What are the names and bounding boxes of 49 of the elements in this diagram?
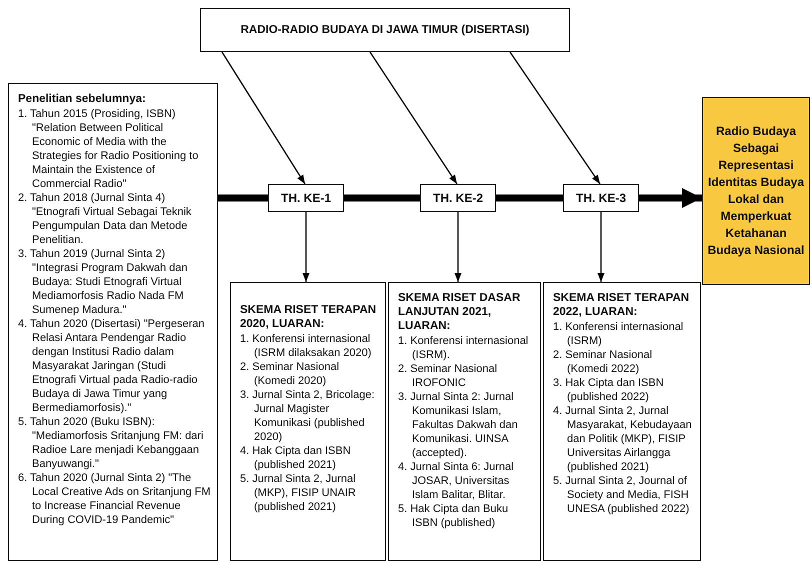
arrow bbox=[598, 212, 604, 282]
list-item: 3. Jurnal Sinta 2, Bricolage: Jurnal Magister Komunikasi (published 2020) bbox=[240, 388, 376, 444]
list-item: 1. Konferensi internasional (ISRM dilaksakan 2020) bbox=[240, 332, 372, 360]
output-box bbox=[543, 282, 701, 561]
year-box bbox=[420, 184, 496, 212]
list-item: 2. Seminar Nasional IROFONIC bbox=[398, 362, 498, 390]
list-item: 3. Tahun 2019 (Jurnal Sinta 2) "Integrasi Program Dakwah dan Budaya: Studi Etnografi Virtual Mediamorfosis Radio Nada FM Sumenep Madura." bbox=[18, 247, 189, 317]
list-item: 1. Konferensi internasional (ISRM) bbox=[553, 320, 684, 348]
year-label: TH. KE-3 bbox=[576, 191, 626, 205]
output-box bbox=[230, 282, 386, 561]
list-item: 5. Tahun 2020 (Buku ISBN): "Mediamorfosis Sritanjung FM: dari Radioe Lare menjadi Kebanggaan Banyuwangi." bbox=[18, 415, 204, 471]
list-item: 5. Jurnal Sinta 2, Journal of Society and Media, FISH UNESA (published 2022) bbox=[553, 474, 690, 516]
list-item: 1. Konferensi internasional (ISRM). bbox=[398, 334, 530, 362]
arrow bbox=[221, 52, 306, 184]
list-heading: SKEMA RISET TERAPAN 2020, LUARAN: bbox=[240, 303, 378, 331]
list-box bbox=[8, 83, 218, 561]
list-item: 6. Tahun 2020 (Jurnal Sinta 2) "The Local Creative Ads on Sritanjung FM to Increase Financial Revenue During COVID-19 Pandemic" bbox=[18, 471, 211, 527]
list-item: 5. Jurnal Sinta 2, Jurnal (MKP), FISIP UNAIR (published 2021) bbox=[240, 472, 357, 514]
list-item: 2. Seminar Nasional (Komedi 2020) bbox=[240, 360, 340, 388]
year-label: TH. KE-1 bbox=[280, 191, 331, 205]
thick-line bbox=[344, 194, 420, 202]
year-box bbox=[268, 184, 344, 212]
year-label: TH. KE-2 bbox=[432, 191, 483, 205]
list-heading: SKEMA RISET TERAPAN 2022, LUARAN: bbox=[553, 291, 690, 319]
title-text: RADIO-RADIO BUDAYA DI JAWA TIMUR (DISERTASI) bbox=[240, 23, 530, 37]
title-box bbox=[200, 8, 570, 52]
year-box bbox=[563, 184, 639, 212]
list-item: 4. Hak Cipta dan ISBN (published 2021) bbox=[240, 444, 352, 472]
list-item: 4. Jurnal Sinta 6: Jurnal JOSAR, Universitas Islam Balitar, Blitar. bbox=[398, 460, 515, 502]
list-item: 4. Tahun 2020 (Disertasi) "Pergeseran Relasi Antara Pendengar Radio dengan Institusi Radio dalam Masyarakat Jaringan (Studi Etnografi Virtual pada Radio-radio Budaya di Jawa Timur yang Bermediamorfosis)." bbox=[18, 317, 206, 415]
list-item: 3. Hak Cipta dan ISBN (published 2022) bbox=[553, 376, 665, 404]
arrow bbox=[302, 212, 310, 282]
list-heading: SKEMA RISET DASAR LANJUTAN 2021, LUARAN: bbox=[398, 291, 522, 333]
list-item: 1. Tahun 2015 (Prosiding, ISBN) "Relation Between Political Economic of Media with the Strategies for Radio Positioning to Maintain the Existence of Commercial Radio" bbox=[18, 107, 200, 191]
list-item: 3. Jurnal Sinta 2: Jurnal Komunikasi Islam, Fakultas Dakwah dan Komunikasi. UINSA (accepted). bbox=[398, 390, 519, 460]
list-item: 4. Jurnal Sinta 2, Jurnal Masyarakat, Kebudayaan dan Politik (MKP), FISIP Universitas Airlangga (published 2021) bbox=[553, 404, 693, 474]
thick-arrow bbox=[639, 188, 702, 208]
arrow bbox=[454, 212, 462, 282]
thick-line bbox=[496, 194, 563, 202]
arrow bbox=[509, 52, 601, 184]
arrow bbox=[369, 52, 458, 184]
list-item: 2. Seminar Nasional (Komedi 2022) bbox=[553, 348, 654, 376]
goal-box bbox=[702, 97, 810, 285]
output-box bbox=[388, 282, 541, 561]
thick-line bbox=[218, 194, 268, 202]
list-item: 2. Tahun 2018 (Jurnal Sinta 4) "Etnografi Virtual Sebagai Teknik Pengumpulan Data dan Metode Penelitian. bbox=[18, 191, 192, 247]
list-item: 5. Hak Cipta dan Buku ISBN (published) bbox=[398, 502, 510, 530]
list-heading: Penelitian sebelumnya: bbox=[18, 92, 147, 106]
goal-text: Radio Budaya Sebagai Representasi Identitas Budaya Lokal dan Memperkuat Ketahanan Budaya Nasional bbox=[707, 123, 805, 259]
